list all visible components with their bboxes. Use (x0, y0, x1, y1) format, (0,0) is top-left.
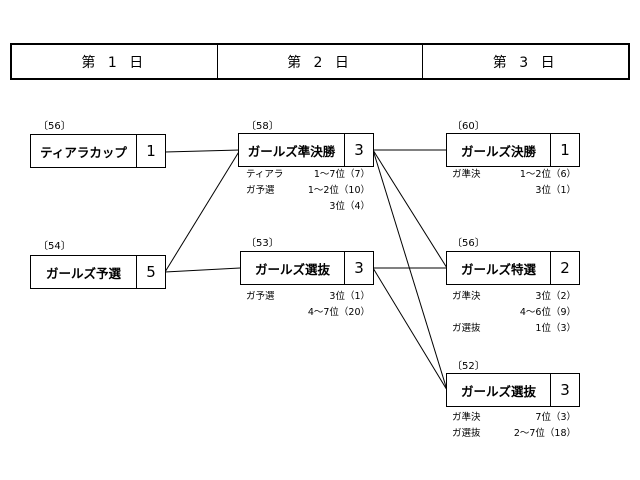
race-box-girls-qualifier: ガールズ予選 5 (30, 255, 166, 289)
race-capacity: 〔58〕 (246, 121, 279, 132)
qualification-row: 4〜6位（9） (519, 307, 576, 318)
day-1-label: 第 1 日 (81, 54, 148, 71)
connector-r4-r7 (372, 267, 448, 391)
race-name: ガールズ決勝 (460, 143, 536, 159)
race-box-girls-final: ガールズ決勝 1 (446, 133, 580, 167)
connector-r2-r4 (164, 267, 241, 273)
race-box-girls-special: ガールズ特選 2 (446, 251, 580, 285)
day-header: 第 1 日 第 2 日 第 3 日 (10, 43, 630, 80)
race-count: 3 (344, 134, 373, 166)
race-capacity: 〔53〕 (246, 238, 279, 249)
race-capacity: 〔52〕 (452, 361, 485, 372)
race-count: 1 (136, 135, 165, 167)
qualification-row: 3位（1） (535, 185, 576, 196)
race-count: 2 (550, 252, 579, 284)
race-box-tiara-cup: ティアラカップ 1 (30, 134, 166, 168)
race-name: ガールズ準決勝 (247, 143, 336, 159)
qualification-row: 4〜7位（20） (307, 307, 370, 318)
race-name: ティアラカップ (40, 144, 127, 160)
connector-r2-r3 (164, 149, 241, 273)
day-2-label: 第 2 日 (216, 45, 423, 78)
race-box-girls-selection-day3: ガールズ選抜 3 (446, 373, 580, 407)
race-capacity: 〔54〕 (38, 241, 71, 252)
connector-r3-r7 (372, 149, 448, 391)
qualification-row: 3位（4） (329, 201, 370, 212)
race-count: 1 (550, 134, 579, 166)
race-capacity: 〔60〕 (452, 121, 485, 132)
race-box-girls-semifinal: ガールズ準決勝 3 (238, 133, 374, 167)
race-name: ガールズ特選 (460, 261, 536, 277)
race-count: 3 (550, 374, 579, 406)
day-3-label: 第 3 日 (422, 45, 628, 78)
race-capacity: 〔56〕 (38, 121, 71, 132)
race-name: ガールズ予選 (45, 265, 121, 281)
race-capacity: 〔56〕 (452, 238, 485, 249)
connector-r3-r6 (372, 149, 448, 269)
race-name: ガールズ選抜 (460, 383, 536, 399)
race-count: 5 (136, 256, 165, 288)
race-name: ガールズ選抜 (254, 261, 330, 277)
race-count: 3 (344, 252, 373, 284)
connector-r1-r3 (164, 149, 241, 153)
race-box-girls-selection: ガールズ選抜 3 (240, 251, 374, 285)
